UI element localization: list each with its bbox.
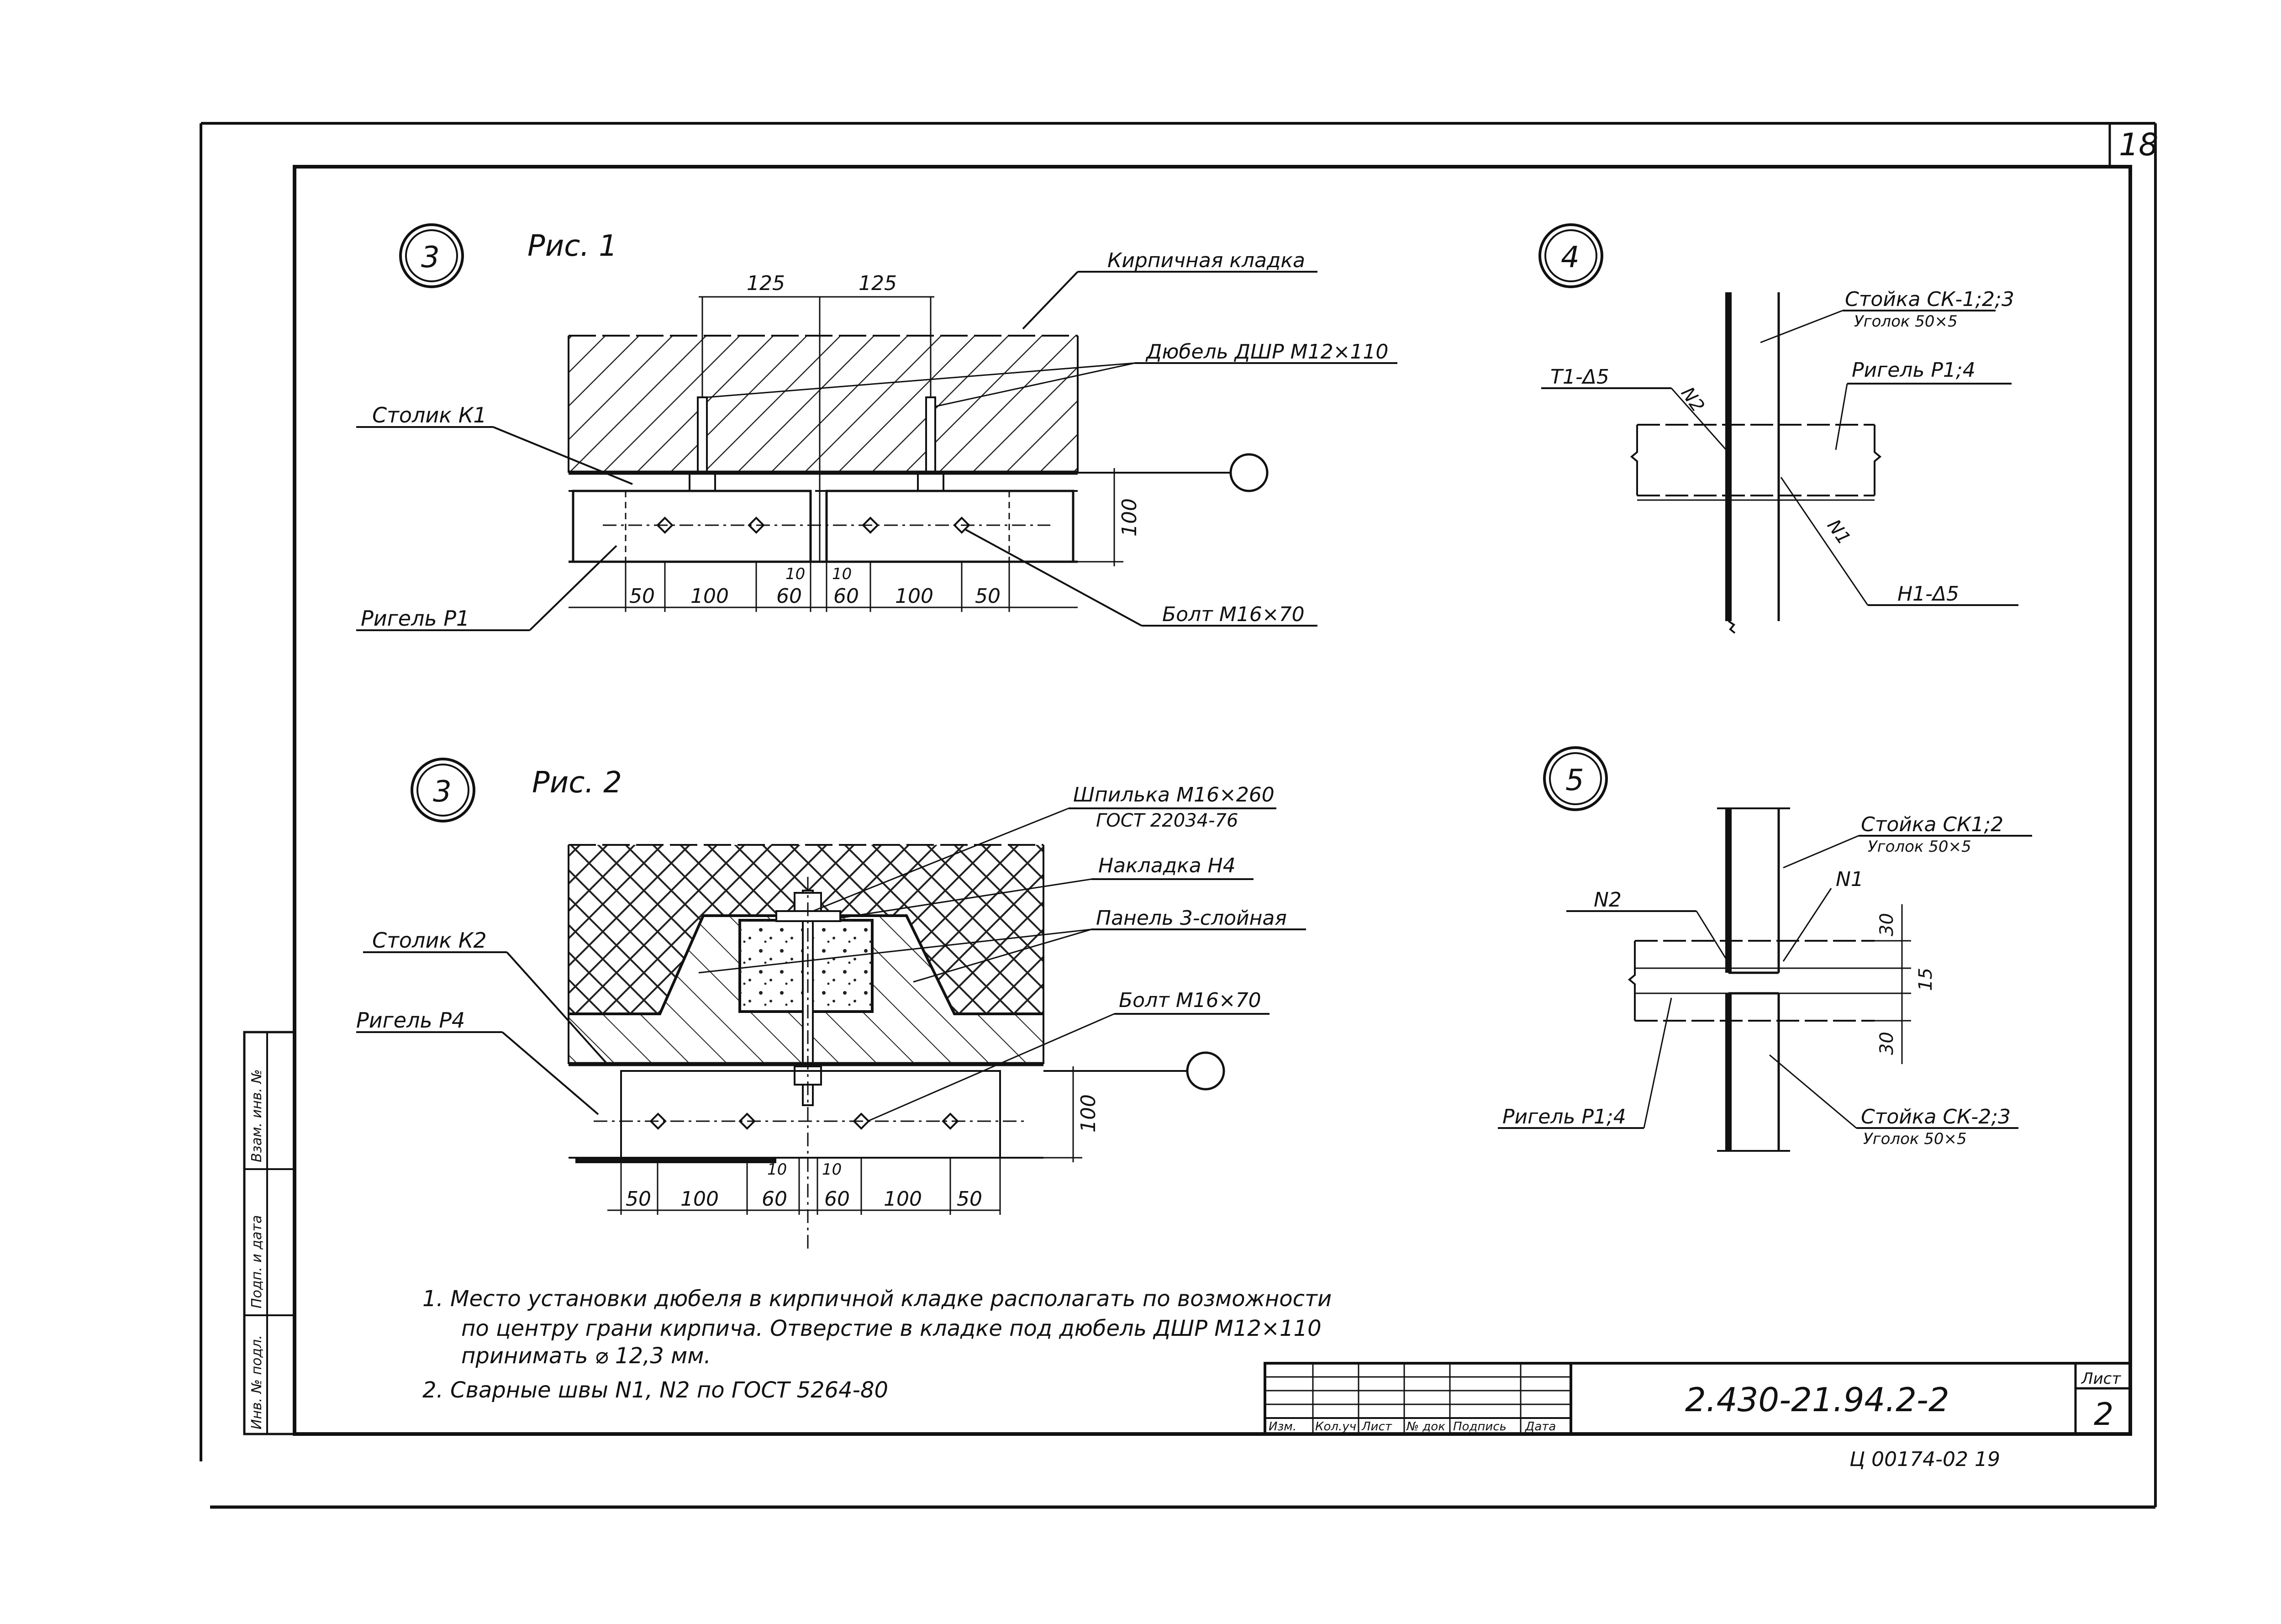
fig1-label-table: Столик К1 [372, 403, 487, 427]
fig2-label-stud: Шпилька М16×260 [1073, 783, 1275, 807]
side-stamp [243, 1031, 296, 1435]
fig5-posts [1717, 807, 1790, 1152]
fig2-label-stud-gost: ГОСТ 22034-76 [1096, 810, 1238, 831]
fig1-dowels [689, 396, 944, 492]
fig1-label-beam: Ригель Р1 [361, 606, 469, 631]
fig4-label-weld-n2: N2 [1677, 383, 1708, 416]
fig5-label-post-bottom-angle: Уголок 50×5 [1863, 1130, 1967, 1148]
fig1-dim-bottom-2: 100 [690, 585, 729, 608]
fig2-dimensions [607, 1066, 1082, 1215]
note-1-line-2: по центру грани кирпича. Отверстие в кла… [461, 1316, 1322, 1341]
fig2-label-plate: Накладка Н4 [1098, 854, 1236, 877]
stamp-header-count: Кол.уч [1315, 1420, 1356, 1434]
fig5-beam [1628, 940, 1875, 1022]
fig4-label-beam: Ригель Р1;4 [1852, 359, 1975, 382]
stamp-header-signature: Подпись [1453, 1420, 1507, 1434]
stamp-header-date: Дата [1525, 1420, 1556, 1434]
fig5-label-n1: N1 [1836, 868, 1864, 891]
fig5-dim-top: 30 [1876, 913, 1897, 936]
note-1-line-1: 1. Место установки дюбеля в кирпичной кл… [422, 1286, 1332, 1312]
fig1-dim-gap-1: 10 [785, 565, 805, 583]
fig1-masonry [568, 335, 1079, 473]
fig2-label-table: Столик К2 [372, 928, 487, 953]
fig1-callout-number: 3 [421, 241, 440, 274]
fig4-label-post-angle: Уголок 50×5 [1854, 312, 1958, 331]
fig1-dim-height: 100 [1118, 498, 1141, 537]
fig4-callout [1538, 223, 1603, 288]
fig4-label-weld-t1: Т1-Δ5 [1550, 365, 1609, 389]
fig2-beam [569, 1062, 1043, 1163]
sheet-list-label: Лист [2081, 1370, 2121, 1388]
fig2-leaders [356, 807, 1306, 1122]
side-label-signature: Подп. и дата [249, 1215, 265, 1308]
fig2-stud [775, 877, 841, 1251]
fig2-dim-bottom-3: 60 [762, 1187, 787, 1211]
fig1-leaders [356, 271, 1397, 631]
fig4-leaders [1541, 310, 2018, 606]
fig2-title: Рис. 2 [532, 766, 622, 800]
fig2-callout-number: 3 [433, 775, 452, 809]
fig1-dim-bottom-3: 60 [776, 585, 802, 608]
note-1-line-3: принимать ⌀ 12,3 мм. [461, 1343, 711, 1369]
fig1-label-dowel: Дюбель ДШР М12×110 [1145, 340, 1388, 364]
fig2-callout [411, 758, 475, 823]
fig5-callout-number: 5 [1565, 764, 1584, 797]
fig5-label-post-top: Стойка СК1;2 [1861, 813, 2003, 836]
fig4-callout-number: 4 [1561, 241, 1580, 274]
stamp-header-doc: № док [1406, 1420, 1445, 1434]
fig2-dim-gap-2: 10 [822, 1160, 842, 1179]
fig1-dim-top-left: 125 [747, 272, 785, 295]
fig1-dim-bottom-1: 50 [629, 585, 655, 608]
fig5-label-n2: N2 [1594, 888, 1622, 912]
fig2-label-panel: Панель 3-слойная [1096, 907, 1287, 930]
fig1-dim-bottom-4: 60 [833, 585, 859, 608]
archive-number: Ц 00174-02 19 [1849, 1448, 2000, 1471]
fig1-dim-bottom-5: 100 [895, 585, 933, 608]
fig1-dimensions [569, 296, 1123, 612]
fig5-label-post-bottom: Стойка СК-2;3 [1861, 1105, 2011, 1128]
note-2: 2. Сварные швы N1, N2 по ГОСТ 5264-80 [422, 1377, 888, 1403]
fig5-leaders [1498, 835, 2032, 1129]
fig2-label-beam: Ригель Р4 [356, 1008, 465, 1033]
fig1-label-brick: Кирпичная кладка [1107, 249, 1305, 272]
page-number: 18 [2119, 127, 2159, 163]
fig5-dimensions [1875, 904, 1911, 1064]
fig1-title: Рис. 1 [527, 229, 617, 263]
fig1-callout [399, 223, 464, 288]
document-code: 2.430-21.94.2-2 [1685, 1381, 1949, 1419]
title-block-grid [1264, 1362, 2132, 1435]
fig5-label-beam: Ригель Р1;4 [1502, 1105, 1626, 1128]
fig2-label-bolt: Болт М16×70 [1119, 989, 1261, 1012]
fig1-dim-gap-2: 10 [832, 565, 852, 583]
side-label-replace: Взам. инв. № [249, 1069, 265, 1162]
fig5-callout [1543, 746, 1608, 811]
sheet-frame [200, 122, 2157, 1509]
fig1-dim-top-right: 125 [859, 272, 897, 295]
fig4-label-post: Стойка СК-1;2;3 [1845, 288, 2014, 311]
side-label-inventory: Инв. № подл. [249, 1335, 265, 1429]
fig1-beam [569, 470, 1078, 563]
fig2-dim-bottom-2: 100 [680, 1187, 719, 1211]
fig4-beam [1630, 424, 1882, 501]
fig4-post [1725, 292, 1780, 634]
fig5-dim-middle: 15 [1915, 968, 1936, 991]
stamp-header-change: Изм. [1269, 1420, 1296, 1434]
fig4-label-weld-n1: N1 [1823, 516, 1854, 548]
fig5-dim-bottom: 30 [1876, 1032, 1897, 1055]
fig2-dim-bottom-5: 100 [884, 1187, 922, 1211]
sheet-list-number: 2 [2094, 1397, 2113, 1433]
fig2-dim-height: 100 [1077, 1094, 1100, 1133]
fig2-dim-gap-1: 10 [767, 1160, 787, 1179]
fig1-dim-bottom-6: 50 [975, 585, 1001, 608]
fig2-dim-bottom-1: 50 [626, 1187, 651, 1211]
stamp-header-sheet: Лист [1361, 1420, 1392, 1434]
fig1-label-bolt: Болт М16×70 [1162, 603, 1305, 626]
fig2-dim-bottom-4: 60 [824, 1187, 850, 1211]
fig2-dim-bottom-6: 50 [957, 1187, 982, 1211]
fig4-label-weld-h1: Н1-Δ5 [1897, 582, 1959, 606]
fig5-label-post-top-angle: Уголок 50×5 [1868, 838, 1971, 856]
